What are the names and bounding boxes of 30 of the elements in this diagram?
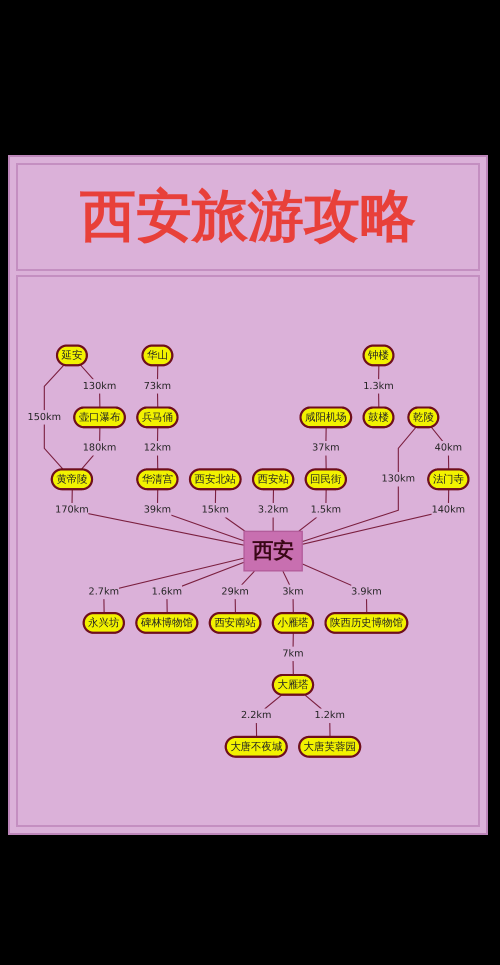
edge-label: 3.2km [258,504,288,516]
title: 西安旅游攻略 [80,186,416,248]
edge-label: 1.5km [310,504,342,516]
edge-label: 3km [282,586,304,598]
edge-label: 180km [82,442,116,454]
edge-label: 73km [144,380,172,392]
edge-label: 1.2km [314,710,345,721]
edge-label: 2.7km [88,586,120,598]
edge-label: 170km [55,504,89,516]
edge-label: 140km [432,504,466,516]
connector [302,489,450,545]
connector [44,364,64,470]
edge-label: 130km [382,473,416,484]
edge-label: 37km [312,442,340,454]
edge-label: 3.9km [351,586,382,598]
edge-label: 130km [82,380,116,392]
connector [292,633,294,676]
edge-label: 150km [28,411,62,422]
connector [282,570,294,614]
network-diagram: 130km 150km 180km 170km 73km 12km 39km 15km 3.2km 37km 1.5km 1.3km 130km 40km 140km 2.7km 1.6km 29km 3km 3.9km 7km 2.2km 1.2km 延安 壶口瀑布 华山 兵马俑 黄帝陵 西安北站 咸阳机场 华清宫 西安站 回民街 乾陵 西安 永兴坊 法门寺 钟楼 碑林博物馆 西安南站 鼓楼 小雁塔 陕西历史博物馆 大雁塔 大唐不夜城 大唐芙蓉园 [22,340,474,762]
edge-label: 7km [282,648,304,659]
edge-label: 1.6km [152,586,182,598]
node-box [243,530,303,572]
edge-label: 39km [144,504,172,516]
edge-label: 2.2km [241,710,272,721]
edge-label: 1.3km [363,380,394,392]
edge-label: 15km [202,504,229,516]
edge-label: 29km [221,586,249,598]
edge-label: 12km [144,442,172,454]
edge-label: 40km [434,442,462,454]
